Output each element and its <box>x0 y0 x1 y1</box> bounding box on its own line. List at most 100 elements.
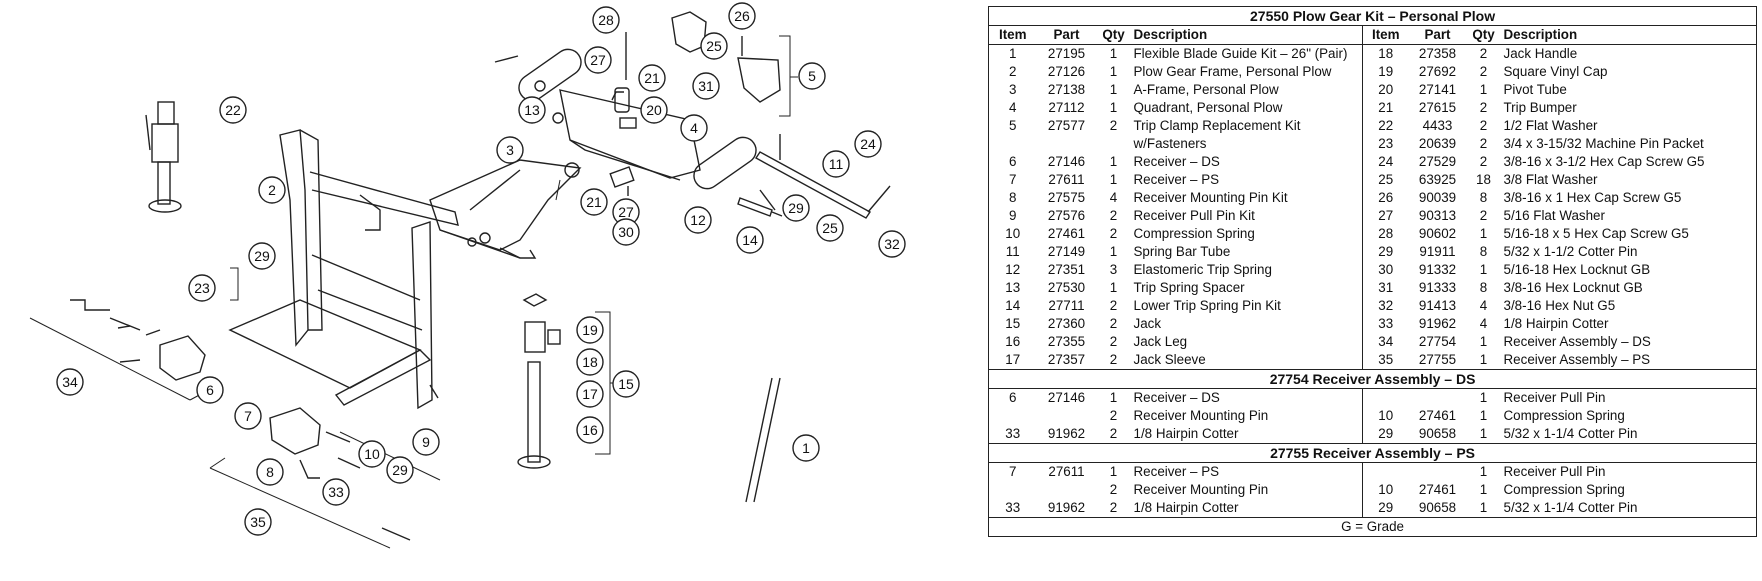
cell-item: 9 <box>1009 208 1017 223</box>
cell-item: 5 <box>1009 118 1017 133</box>
cell-description: Receiver – DS <box>1133 390 1220 405</box>
cell-description: Jack Handle <box>1503 46 1578 61</box>
callout-10: 10 <box>358 440 386 468</box>
cell-qty: 1 <box>1479 334 1488 349</box>
callout-number: 24 <box>860 136 876 152</box>
jack-left-drawing <box>145 101 182 213</box>
cell-qty: 2 <box>1109 298 1118 313</box>
cell-description: Receiver Pull Pin Kit <box>1133 208 1255 223</box>
cell-qty: 2 <box>1109 226 1118 241</box>
cell-item: 8 <box>1009 190 1017 205</box>
cell-description: Compression Spring <box>1133 226 1255 241</box>
callout-number: 5 <box>808 68 816 84</box>
cell-part: 91332 <box>1418 262 1457 277</box>
cell-description: 5/32 x 1-1/2 Cotter Pin <box>1503 244 1638 259</box>
cell-item: 12 <box>1005 262 1021 277</box>
cell-part: 27755 <box>1418 352 1457 367</box>
cell-part: 90658 <box>1418 426 1457 441</box>
cell-qty: 1 <box>1109 244 1118 259</box>
cell-item: 22 <box>1362 117 1409 135</box>
cell-part: 91413 <box>1418 298 1457 313</box>
receiver-ds-drawing <box>70 299 206 381</box>
cell-qty: 2 <box>1109 118 1118 133</box>
cell-description: 1/2 Flat Washer <box>1503 118 1598 133</box>
cell-part: 91962 <box>1418 316 1457 331</box>
header-row: Item Part Qty Description Item Part Qty … <box>988 25 1757 45</box>
cell-part: 91962 <box>1047 426 1086 441</box>
callout-number: 12 <box>690 212 706 228</box>
callout-number: 18 <box>582 354 598 370</box>
callout-29: 29 <box>248 242 276 270</box>
cell-part: 27112 <box>1048 100 1085 115</box>
cell-qty: 2 <box>1109 426 1118 441</box>
callout-number: 10 <box>364 446 380 462</box>
cell-item: 29 <box>1362 499 1409 518</box>
cell-qty: 1 <box>1479 352 1488 367</box>
cell-part: 27711 <box>1048 298 1085 313</box>
cell-qty: 2 <box>1109 334 1118 349</box>
callout-11: 11 <box>822 150 850 178</box>
cell-item: 4 <box>1009 100 1017 115</box>
callout-leaders <box>29 35 798 549</box>
callout-number: 33 <box>328 484 344 500</box>
callout-16: 16 <box>576 416 604 444</box>
cell-qty: 4 <box>1479 298 1488 313</box>
cell-description: Receiver Pull Pin <box>1503 390 1606 405</box>
cell-qty: 1 <box>1479 390 1488 405</box>
cell-item: 6 <box>1009 390 1017 405</box>
cell-description: 1/8 Hairpin Cotter <box>1503 316 1609 331</box>
callout-1: 1 <box>792 434 820 462</box>
cell-qty: 8 <box>1479 280 1488 295</box>
callout-number: 25 <box>822 220 838 236</box>
cell-qty <box>1097 135 1131 153</box>
cell-qty: 2 <box>1109 408 1118 423</box>
callout-17: 17 <box>576 380 604 408</box>
trip-bumper-drawing <box>467 166 635 247</box>
cell-part: 27461 <box>1418 482 1457 497</box>
cell-qty: 1 <box>1479 262 1488 277</box>
cell-description: 5/32 x 1-1/4 Cotter Pin <box>1503 426 1638 441</box>
cell-part: 27149 <box>1047 244 1086 259</box>
callout-number: 7 <box>244 408 252 424</box>
callout-9: 9 <box>412 428 440 456</box>
callout-33: 33 <box>322 478 350 506</box>
cell-qty: 2 <box>1479 64 1488 79</box>
cell-description: Compression Spring <box>1503 408 1625 423</box>
cell-description: Receiver – PS <box>1133 464 1220 479</box>
cell-qty: 1 <box>1479 464 1488 479</box>
cell-description: Jack Sleeve <box>1133 352 1206 367</box>
cell-qty: 1 <box>1109 100 1118 115</box>
callout-19: 19 <box>576 316 604 344</box>
cell-description: 3/4 x 3-15/32 Machine Pin Packet <box>1503 136 1704 151</box>
cell-qty: 2 <box>1109 316 1118 331</box>
cell-part: 27577 <box>1047 118 1086 133</box>
cell-item: 7 <box>1009 172 1017 187</box>
header-qty: Qty <box>1096 25 1131 45</box>
cell-description: Plow Gear Frame, Personal Plow <box>1133 64 1332 79</box>
parts-list-table: 27550 Plow Gear Kit – Personal Plow Item… <box>988 6 1758 537</box>
cell-description: 3/8-16 x 1 Hex Cap Screw G5 <box>1503 190 1682 205</box>
cell-part <box>1037 135 1097 153</box>
callout-number: 17 <box>582 386 598 402</box>
callout-number: 21 <box>586 194 602 210</box>
cell-part: 27195 <box>1047 46 1086 61</box>
cell-item: 20 <box>1362 81 1409 99</box>
header-part: Part <box>1036 25 1097 45</box>
cell-part: 27530 <box>1047 280 1086 295</box>
cell-qty: 2 <box>1479 208 1488 223</box>
cell-qty: 1 <box>1109 82 1118 97</box>
callout-27: 27 <box>612 198 640 226</box>
cell-qty: 4 <box>1109 190 1118 205</box>
callout-number: 29 <box>392 462 408 478</box>
cell-qty: 2 <box>1479 136 1488 151</box>
